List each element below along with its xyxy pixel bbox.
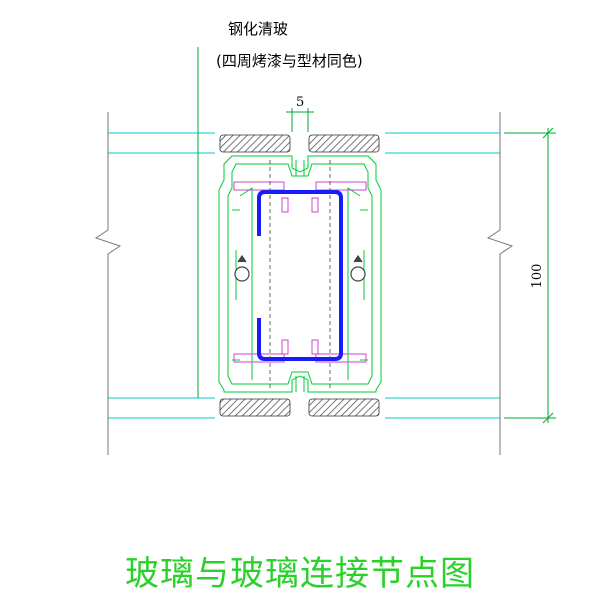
hidden-lines [269, 160, 331, 390]
dimension-gap [286, 108, 314, 132]
steel-tube [257, 190, 343, 361]
annotation-line-1: 钢化清玻 [228, 20, 289, 38]
dimension-gap-value: 5 [296, 95, 304, 110]
glass-pane-top [108, 132, 500, 154]
glass-pane-bottom [108, 397, 500, 419]
dimension-height-value: 100 [530, 264, 545, 289]
break-line-left [94, 112, 122, 455]
screw-left [234, 254, 250, 282]
break-line-right [486, 112, 514, 455]
screw-right [350, 254, 366, 282]
gaskets [233, 181, 367, 363]
aluminium-profile [218, 155, 382, 393]
diagram-title: 玻璃与玻璃连接节点图 [125, 554, 475, 594]
glass-edge-hatch [219, 134, 380, 417]
dimension-height [504, 127, 556, 424]
annotation-line-2: (四周烤漆与型材同色) [216, 52, 363, 70]
